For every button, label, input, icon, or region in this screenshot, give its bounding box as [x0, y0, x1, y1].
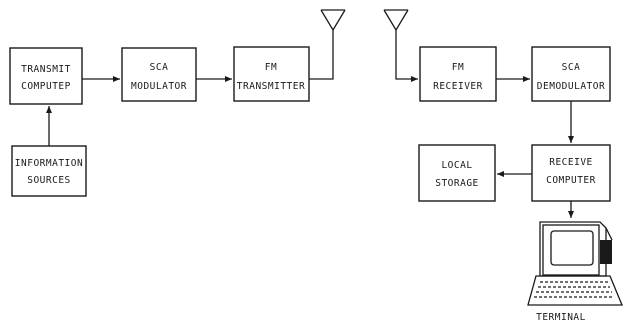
- local-storage-label-2: STORAGE: [435, 178, 479, 189]
- transmit-computer-block: TRANSMIT COMPUTEP: [10, 48, 82, 104]
- receive-antenna-icon: [384, 10, 408, 30]
- transmit-computer-label-1: TRANSMIT: [21, 64, 71, 75]
- receive-computer-label-1: RECEIVE: [549, 157, 593, 168]
- terminal-icon: [528, 222, 622, 305]
- keyboard-keys: [534, 282, 614, 297]
- sca-demodulator-label-1: SCA: [562, 62, 581, 73]
- terminal-label: TERMINAL: [536, 312, 586, 323]
- transmitter-antenna-feed: [309, 30, 333, 79]
- information-sources-block: INFORMATION SOURCES: [12, 146, 86, 196]
- fm-transmitter-label-2: TRANSMITTER: [237, 81, 305, 92]
- fm-receiver-label-1: FM: [452, 62, 464, 73]
- receive-computer-block: RECEIVE COMPUTER: [532, 145, 610, 201]
- fm-receiver-label-2: RECEIVER: [433, 81, 483, 92]
- information-sources-label-2: SOURCES: [27, 175, 71, 186]
- fm-transmitter-label-1: FM: [265, 62, 277, 73]
- sca-modulator-block: SCA MODULATOR: [122, 48, 196, 101]
- local-storage-block: LOCAL STORAGE: [419, 145, 495, 201]
- sca-modulator-label-2: MODULATOR: [131, 81, 187, 92]
- sca-demodulator-block: SCA DEMODULATOR: [532, 47, 610, 101]
- receiver-antenna-feed: [396, 30, 418, 79]
- information-sources-label-1: INFORMATION: [15, 158, 83, 169]
- sca-modulator-label-1: SCA: [150, 62, 169, 73]
- transmit-computer-label-2: COMPUTEP: [21, 81, 71, 92]
- fm-receiver-block: FM RECEIVER: [420, 47, 496, 101]
- receive-computer-label-2: COMPUTER: [546, 175, 596, 186]
- transmit-antenna-icon: [321, 10, 345, 30]
- sca-demodulator-label-2: DEMODULATOR: [537, 81, 605, 92]
- fm-transmitter-block: FM TRANSMITTER: [234, 47, 309, 101]
- local-storage-label-1: LOCAL: [441, 160, 472, 171]
